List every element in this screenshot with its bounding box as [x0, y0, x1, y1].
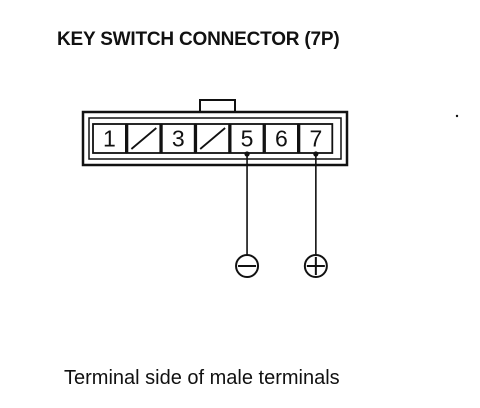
diagram-caption: Terminal side of male terminals [64, 367, 340, 389]
probe-layer [235, 151, 328, 278]
connector-lock-tab [199, 99, 236, 113]
terminal-number: 7 [309, 126, 322, 152]
cavity-outline [92, 123, 127, 154]
cavity-3: 3 [160, 123, 196, 154]
terminal-number: 5 [241, 126, 254, 152]
terminal-number: 6 [275, 126, 288, 152]
cavity-empty [126, 123, 162, 154]
cavity-empty [195, 123, 230, 154]
probe-contact-dot [244, 151, 250, 157]
cavity-outline [126, 123, 162, 154]
connector-housing-outer [81, 110, 349, 167]
cavity-6: 6 [264, 123, 299, 154]
empty-cavity-slash [199, 127, 226, 150]
probe-contact-dot [313, 151, 319, 157]
cavity-outline [264, 123, 299, 154]
stray-dot [455, 114, 459, 118]
cavity-7: 7 [298, 123, 334, 154]
connector-housing-inner [88, 117, 342, 160]
plus-circle-icon [303, 254, 328, 278]
cavity-5: 5 [229, 123, 265, 154]
terminal-number: 1 [103, 126, 116, 152]
probe-positive [303, 151, 328, 278]
empty-cavity-slash [130, 127, 157, 150]
cavity-outline [160, 123, 196, 154]
diagram-title: KEY SWITCH CONNECTOR (7P) [57, 29, 340, 50]
cavity-outline [195, 123, 230, 154]
minus-circle-icon [235, 254, 260, 278]
probe-negative [235, 151, 260, 278]
cavity-1: 1 [92, 123, 127, 154]
terminal-number: 3 [172, 126, 185, 152]
